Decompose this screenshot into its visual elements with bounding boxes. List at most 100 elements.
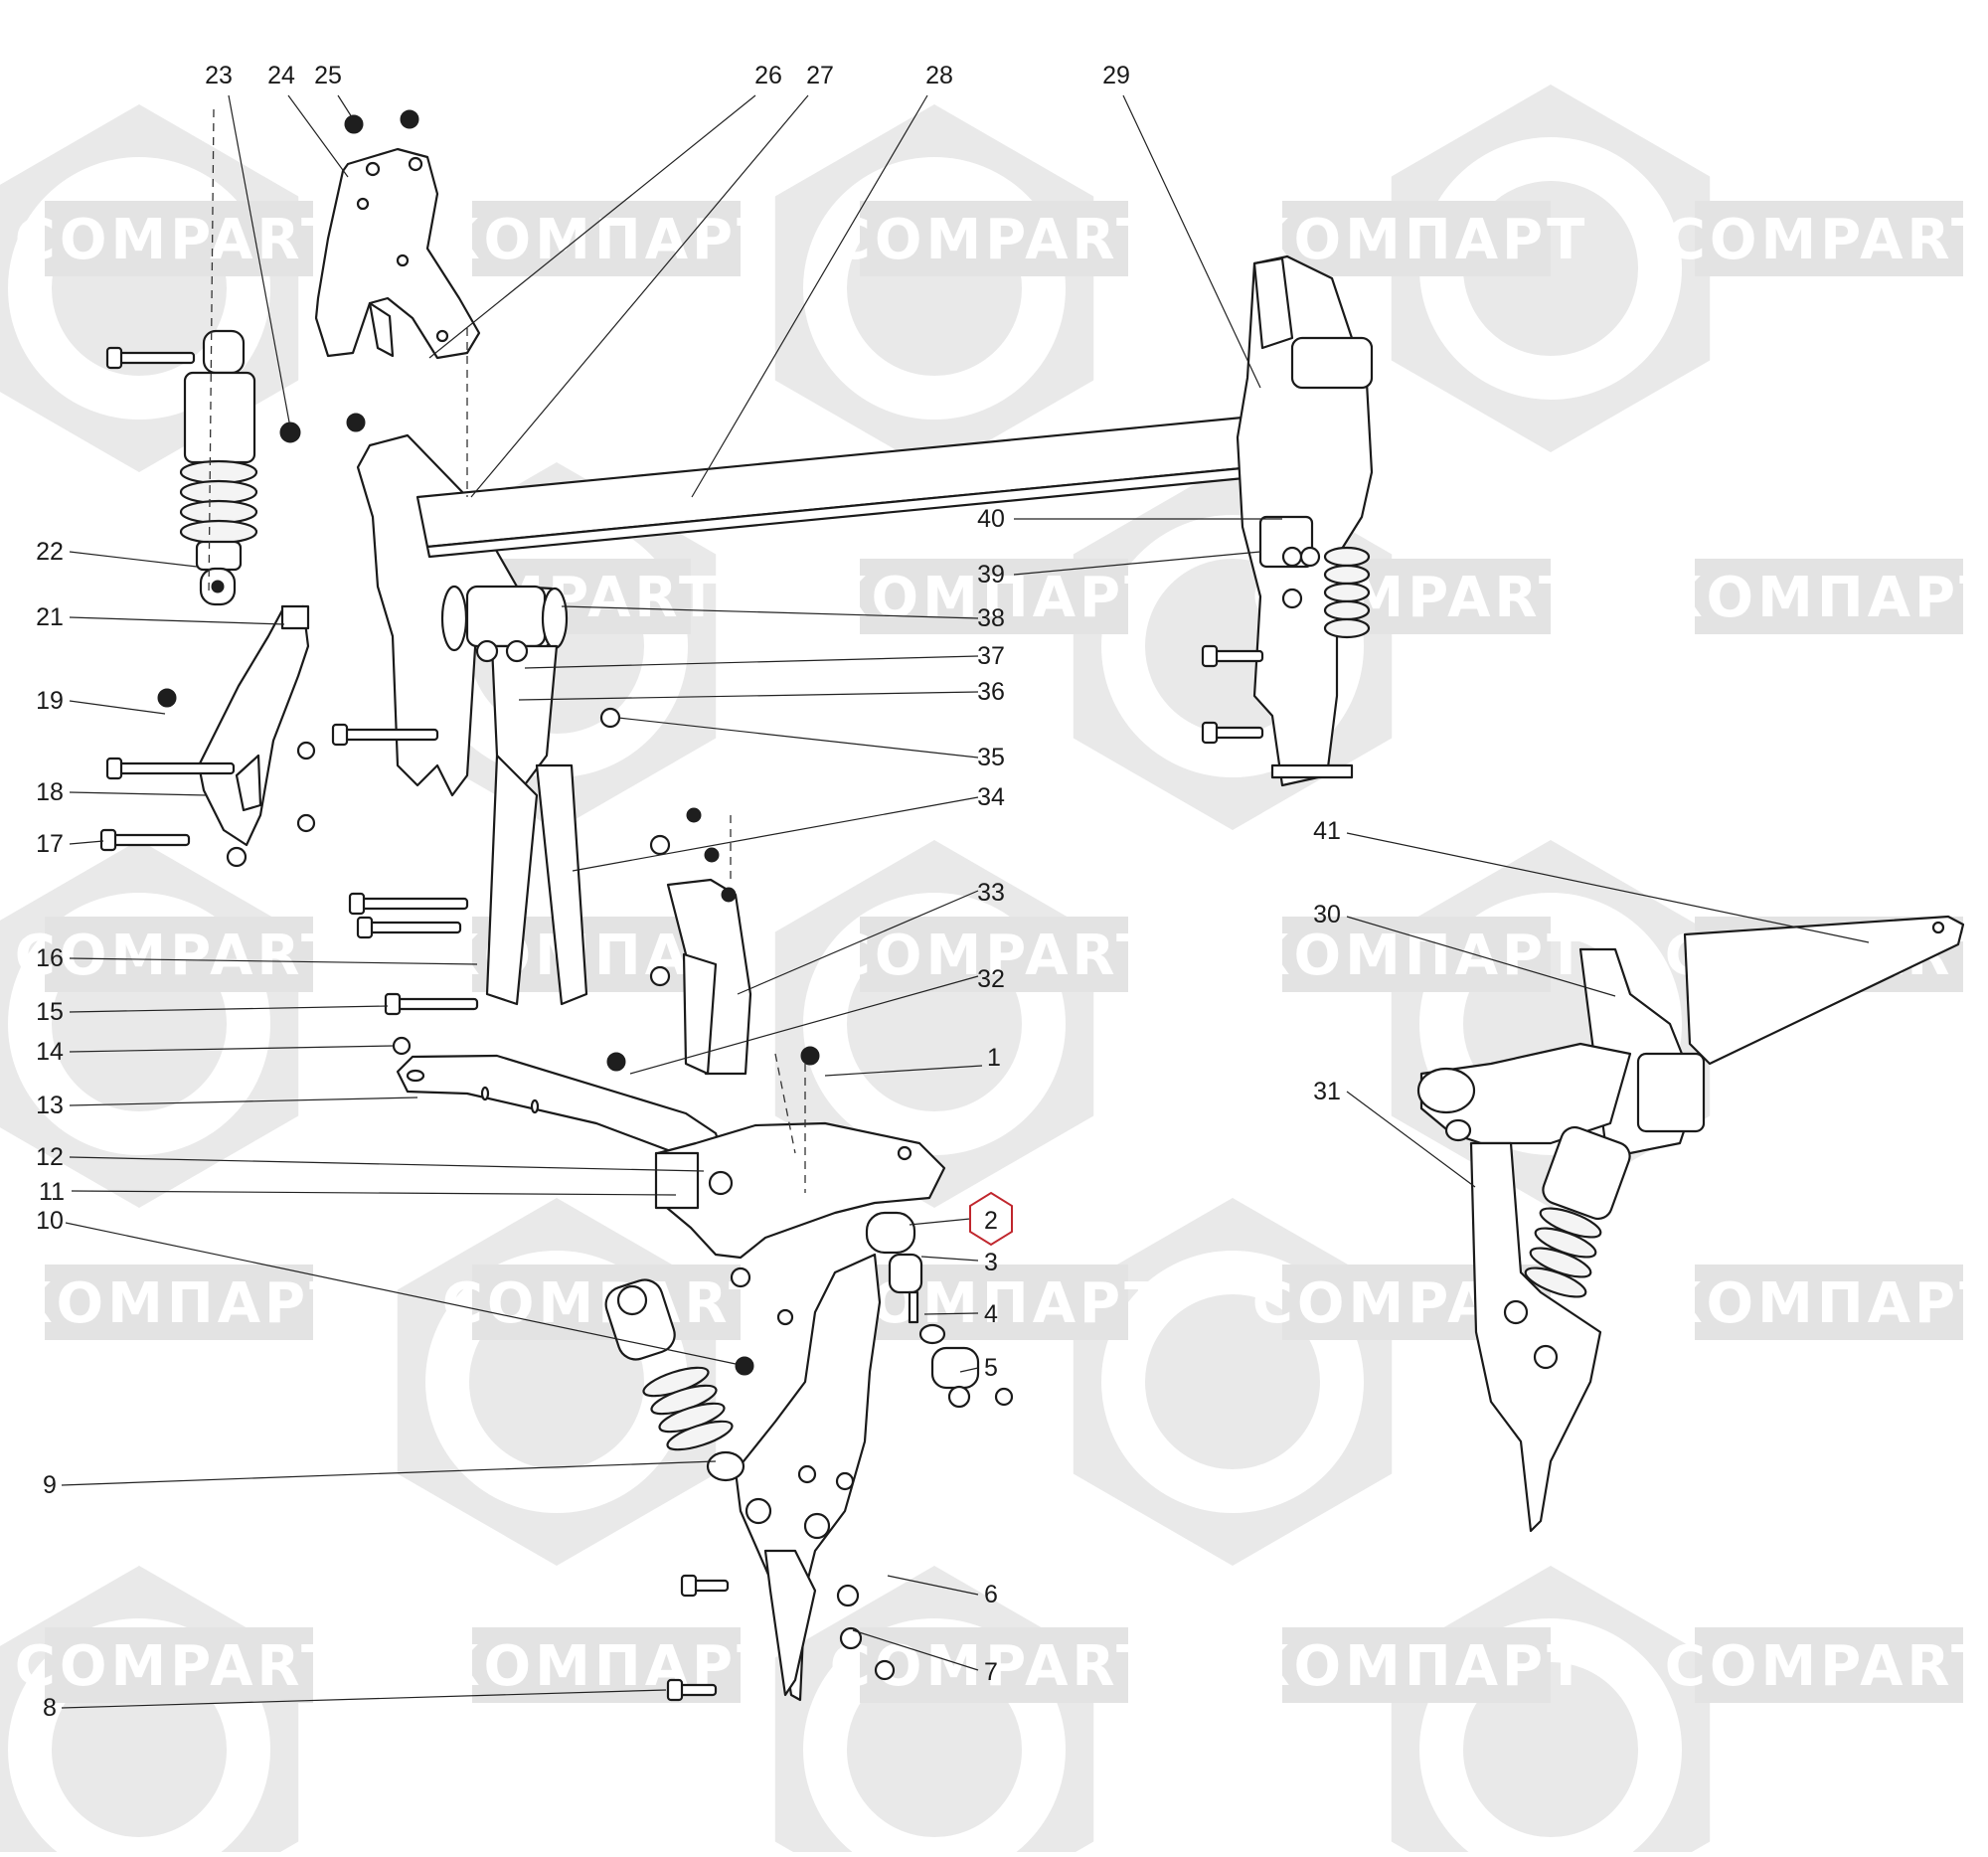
leader-line-29 [1122,94,1261,389]
callout-19[interactable]: 19 [36,687,64,715]
arm-mount-bracket-drawing [654,1121,946,1260]
watermark-logo [1391,1566,1711,1857]
callout-34[interactable]: 34 [977,783,1005,811]
leader-line-7 [852,1629,979,1671]
callout-2[interactable]: 2 [984,1207,998,1235]
fasteners-drawing [99,108,1264,1702]
leader-line-27 [470,94,809,498]
callout-32[interactable]: 32 [977,965,1005,993]
callout-14[interactable]: 14 [36,1038,64,1066]
watermark-text: КОМПАРТ [1244,208,1589,272]
callout-24[interactable]: 24 [267,62,295,89]
callout-7[interactable]: 7 [984,1658,998,1686]
leader-line-15 [69,1005,389,1013]
leader-line-19 [69,700,166,715]
callout-8[interactable]: 8 [43,1694,57,1722]
watermark-text-plate: COMPART [1665,201,1988,276]
callout-40[interactable]: 40 [977,505,1005,533]
watermark-text: COMPART [830,924,1158,988]
callout-27[interactable]: 27 [806,62,834,89]
leader-line-17 [69,840,104,845]
callout-9[interactable]: 9 [43,1471,57,1499]
leader-line-16 [69,957,478,965]
watermark-text-plate: КОМПАРТ [7,1265,352,1340]
leader-line-5 [959,1367,979,1373]
leader-line-24 [287,94,349,178]
callout-22[interactable]: 22 [36,538,64,566]
leader-line-9 [61,1460,717,1486]
watermark-text: COMPART [830,208,1158,272]
callout-23[interactable]: 23 [205,62,233,89]
leader-line-4 [923,1312,979,1315]
callout-12[interactable]: 12 [36,1143,64,1171]
callout-18[interactable]: 18 [36,778,64,806]
leader-line-21 [69,616,285,625]
lower-shock-absorber-drawing [604,1278,746,1482]
leader-line-35 [617,717,979,759]
watermark-text-plate: КОМПАРТ [822,559,1167,634]
leader-line-39 [1013,551,1261,576]
leader-line-23 [228,94,291,428]
callout-10[interactable]: 10 [36,1207,64,1235]
leader-line-3 [920,1256,979,1262]
watermark-text: КОМПАРТ [1244,1634,1589,1699]
callout-21[interactable]: 21 [36,603,64,631]
callout-13[interactable]: 13 [36,1092,64,1119]
callout-17[interactable]: 17 [36,830,64,858]
leader-line-1 [824,1065,983,1077]
watermark-logo [774,104,1094,472]
leader-line-36 [518,691,979,701]
callout-6[interactable]: 6 [984,1581,998,1608]
watermark-text-plate: COMPART [1665,1627,1988,1703]
callout-28[interactable]: 28 [925,62,953,89]
left-shock-absorber-drawing [179,329,258,606]
callout-36[interactable]: 36 [977,678,1005,706]
watermark-text: COMPART [442,1271,770,1336]
watermark-text: КОМПАРТ [1244,924,1589,988]
leader-line-25 [337,94,353,118]
watermark-text-plate: КОМПАРТ [1657,559,1988,634]
watermark-text-plate: COMPART [830,1627,1154,1703]
callout-15[interactable]: 15 [36,998,64,1026]
watermark-text: КОМПАРТ [434,208,779,272]
callout-33[interactable]: 33 [977,879,1005,907]
watermark-text: КОМПАРТ [822,566,1167,630]
watermark-text-plate: КОМПАРТ [1244,917,1589,992]
watermark-text-plate: COMPART [830,917,1158,992]
leader-line-18 [69,791,208,796]
callout-3[interactable]: 3 [984,1249,998,1276]
callout-38[interactable]: 38 [977,604,1005,632]
callout-30[interactable]: 30 [1313,901,1341,928]
highlighted-callout-hexagon [969,1191,1013,1247]
callout-25[interactable]: 25 [314,62,342,89]
watermark-logo [774,1566,1094,1857]
callout-4[interactable]: 4 [984,1300,998,1328]
callout-31[interactable]: 31 [1313,1078,1341,1105]
callout-5[interactable]: 5 [984,1354,998,1382]
callout-1[interactable]: 1 [987,1044,1001,1072]
leader-line-33 [737,890,979,995]
watermark-text-plate: COMPART [830,201,1158,276]
callout-16[interactable]: 16 [36,944,64,972]
watermark-text-plate: COMPART [15,917,339,992]
callout-39[interactable]: 39 [977,561,1005,589]
callout-35[interactable]: 35 [977,744,1005,771]
leader-line-32 [629,975,979,1075]
callout-11[interactable]: 11 [39,1178,65,1206]
watermark-text: КОМПАРТ [7,1271,352,1336]
leader-line-30 [1346,916,1616,997]
side-bracket-drawing [666,878,752,1076]
left-axle-end-bracket-drawing [356,433,588,1006]
leader-line-31 [1346,1091,1476,1188]
watermark-text-plate: COMPART [15,1627,339,1703]
leader-line-8 [61,1689,667,1709]
leader-line-22 [69,551,198,568]
callout-37[interactable]: 37 [977,642,1005,670]
callout-29[interactable]: 29 [1102,62,1130,89]
callout-41[interactable]: 41 [1313,817,1341,845]
leader-line-14 [69,1045,395,1053]
watermark-text: COMPART [15,208,343,272]
callout-26[interactable]: 26 [754,62,782,89]
